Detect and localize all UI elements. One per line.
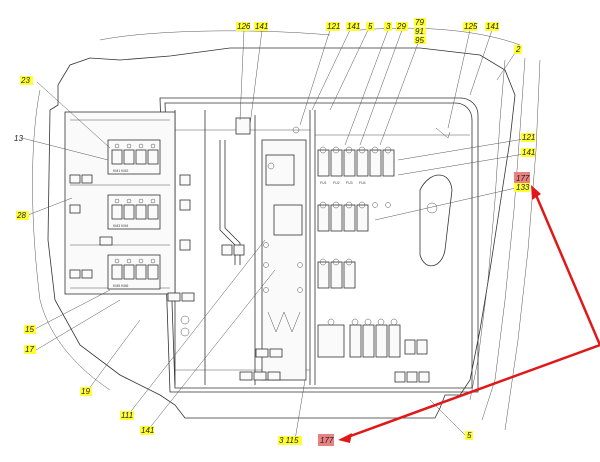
svg-text:141: 141 (522, 148, 535, 157)
relay-block-1 (107, 139, 161, 175)
callout-label-141: 141 (140, 426, 154, 435)
callout-label-91: 91 (414, 27, 426, 36)
svg-text:177: 177 (516, 174, 530, 183)
svg-text:95: 95 (415, 36, 424, 45)
callout-label-3-115: 3 115 (278, 436, 302, 445)
svg-text:15: 15 (25, 325, 34, 334)
fuse-row-bottom (317, 318, 401, 358)
svg-text:111: 111 (121, 411, 133, 420)
callout-label-17: 17 (24, 345, 36, 354)
fuse-row-top (317, 146, 395, 177)
callout-label-177-red: 177 (514, 172, 530, 184)
svg-text:17: 17 (25, 345, 34, 354)
callout-label-141: 141 (485, 22, 499, 31)
svg-text:23: 23 (20, 76, 30, 85)
svg-text:29: 29 (396, 22, 406, 31)
callout-label-5: 5 (366, 22, 374, 31)
callout-label-79: 79 (414, 18, 426, 27)
svg-text:133: 133 (516, 183, 530, 192)
callout-label-15: 15 (24, 325, 36, 334)
fuse-row-lower (317, 258, 356, 289)
panel-markings: KM1 KM2 KM3 KM4 KM5 KM6 FU1 FU2 FU3 FU4 (113, 169, 366, 288)
svg-text:3: 3 (386, 22, 391, 31)
relay-block-3 (107, 254, 161, 290)
callout-label-28: 28 (16, 211, 29, 220)
leader-lines (21, 29, 531, 441)
svg-text:141: 141 (347, 22, 360, 31)
callout-label-19: 19 (80, 387, 92, 396)
fuse-row-mid (317, 201, 391, 232)
cabin-outline (32, 27, 541, 431)
svg-text:KM5 KM6: KM5 KM6 (113, 284, 128, 288)
callout-label-141: 141 (521, 148, 535, 157)
callout-label-111: 111 (120, 411, 134, 420)
svg-text:13: 13 (14, 134, 23, 143)
svg-text:121: 121 (327, 22, 340, 31)
callout-label-3: 3 (384, 22, 392, 31)
callout-label-141: 141 (346, 22, 360, 31)
callout-label-141: 141 (254, 22, 268, 31)
callout-label-121: 121 (521, 133, 535, 142)
svg-text:28: 28 (16, 211, 26, 220)
callout-label-126: 126 (236, 22, 251, 31)
svg-text:2: 2 (515, 45, 521, 54)
callout-label-121: 121 (326, 22, 340, 31)
main-frame (159, 97, 479, 393)
svg-text:79: 79 (415, 18, 424, 27)
svg-text:KM1 KM2: KM1 KM2 (113, 169, 128, 173)
callout-label-29: 29 (396, 22, 408, 31)
svg-text:91: 91 (415, 27, 424, 36)
relay-block-2 (107, 194, 161, 230)
svg-text:126: 126 (237, 22, 251, 31)
right-terminal-group (394, 339, 430, 383)
callout-label-13: 13 (14, 134, 23, 143)
svg-text:FU2: FU2 (333, 181, 340, 185)
callout-label-133: 133 (514, 183, 530, 192)
svg-text:FU3: FU3 (346, 181, 353, 185)
svg-text:141: 141 (141, 426, 154, 435)
svg-text:19: 19 (81, 387, 90, 396)
svg-text:121: 121 (522, 133, 535, 142)
callout-label-2: 2 (514, 45, 522, 54)
handle-recess (419, 127, 453, 267)
svg-text:141: 141 (255, 22, 268, 31)
svg-text:5: 5 (467, 431, 472, 440)
svg-text:177: 177 (320, 436, 334, 445)
svg-text:KM3 KM4: KM3 KM4 (113, 224, 128, 228)
callout-label-95: 95 (414, 36, 426, 45)
callout-label-23: 23 (20, 76, 33, 85)
left-small-terminals (69, 174, 195, 302)
svg-text:5: 5 (368, 22, 373, 31)
svg-text:125: 125 (464, 22, 478, 31)
callout-label-5: 5 (465, 431, 473, 440)
red-arrow (338, 185, 600, 443)
center-din-rail (239, 126, 307, 381)
center-wiring (180, 117, 251, 337)
callout-label-125: 125 (463, 22, 478, 31)
svg-text:3 115: 3 115 (279, 436, 299, 445)
callout-label-177-red: 177 (318, 434, 334, 446)
svg-text:FU4: FU4 (359, 181, 366, 185)
svg-text:FU1: FU1 (320, 181, 327, 185)
svg-text:141: 141 (486, 22, 499, 31)
